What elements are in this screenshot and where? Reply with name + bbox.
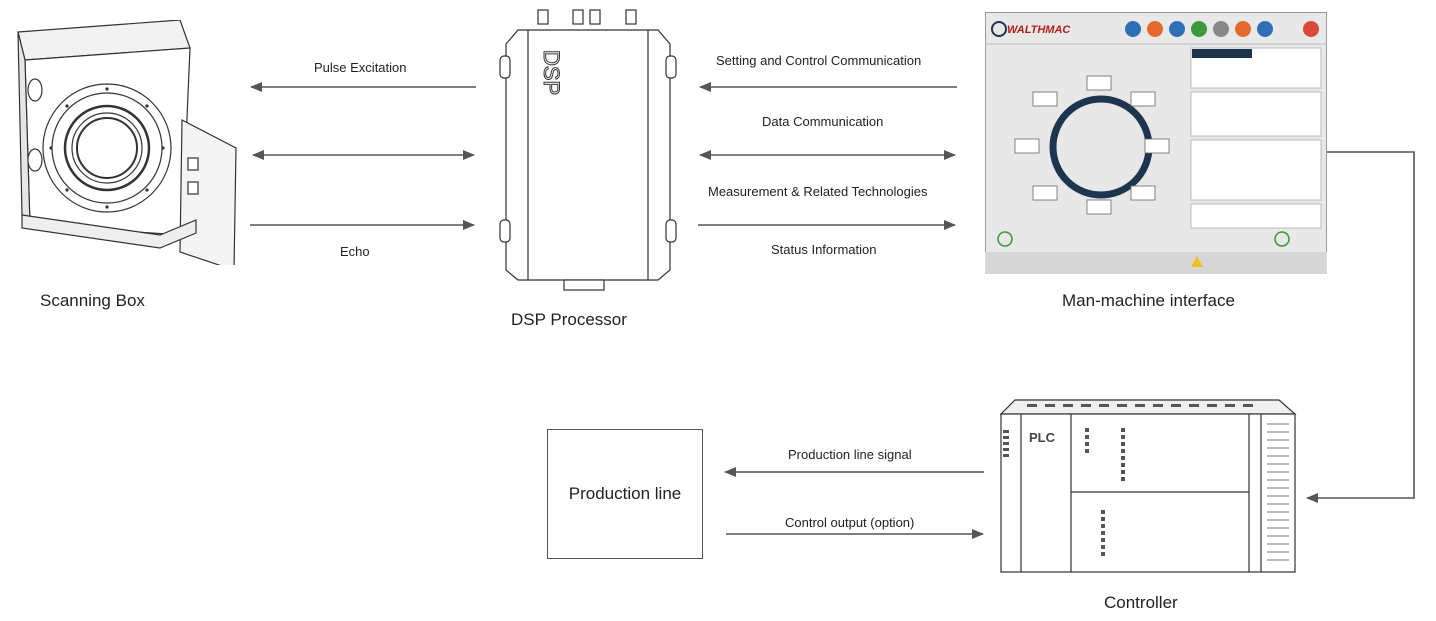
- label-measurement: Measurement & Related Technologies: [708, 184, 928, 199]
- label-echo: Echo: [340, 244, 370, 259]
- hmi-brand-logo: WALTHMAC: [1007, 24, 1071, 36]
- dsp-logo: DSP: [539, 50, 564, 95]
- label-setting-control: Setting and Control Communication: [716, 53, 922, 68]
- label-production-signal: Production line signal: [788, 447, 912, 462]
- plc-controller-image: PLC: [999, 399, 1297, 573]
- label-data-communication: Data Communication: [762, 114, 884, 129]
- label-control-output: Control output (option): [785, 515, 915, 530]
- label-status-information: Status Information: [771, 242, 877, 257]
- production-line-box: Production line: [547, 429, 703, 559]
- dsp-processor-image: DSP: [499, 9, 677, 291]
- caption-dsp-processor: DSP Processor: [511, 310, 627, 329]
- scanning-box-image: [17, 20, 237, 265]
- hmi-screen-image: WALTHMAC: [985, 12, 1327, 274]
- label-pulse-excitation: Pulse Excitation: [314, 60, 407, 75]
- plc-logo: PLC: [1029, 430, 1056, 445]
- caption-hmi: Man-machine interface: [1062, 291, 1235, 310]
- arrow-hmi-controller: [1306, 147, 1415, 503]
- production-line-label: Production line: [568, 484, 682, 503]
- caption-scanning-box: Scanning Box: [40, 291, 145, 310]
- caption-controller: Controller: [1104, 593, 1178, 612]
